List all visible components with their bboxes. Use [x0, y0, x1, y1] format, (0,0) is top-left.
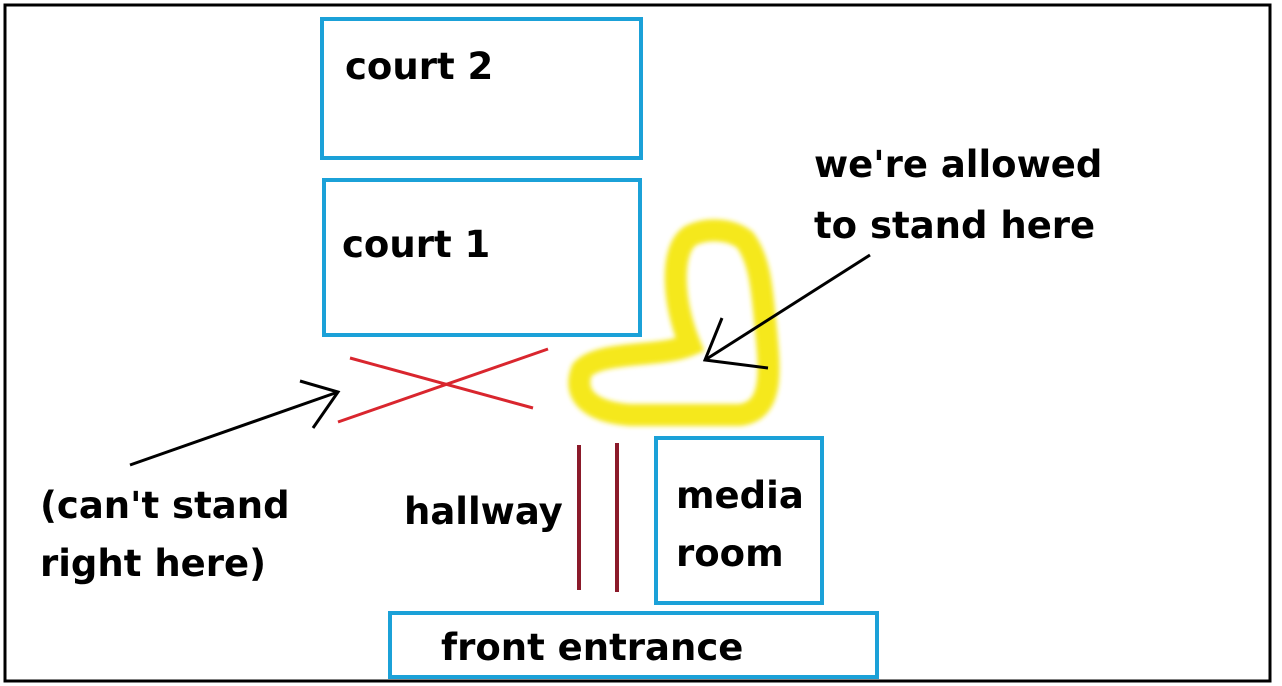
arrow-to-allowed-area — [702, 253, 871, 370]
arrow-to-forbidden-spot — [129, 379, 341, 467]
cant-stand-annotation-line-1: (can't stand — [40, 484, 290, 527]
media-room-label-1: media — [676, 474, 804, 517]
court-2-label: court 2 — [345, 45, 493, 88]
forbidden-x-mark — [337, 347, 549, 424]
allowed-area-highlight — [568, 219, 780, 426]
front-entrance-label: front entrance — [441, 626, 743, 669]
hallway-label: hallway — [404, 490, 563, 533]
front-entrance: front entrance — [388, 611, 879, 679]
court-2: court 2 — [320, 17, 643, 160]
allowed-annotation-line-1: we're allowed — [814, 143, 1102, 186]
court-1: court 1 — [322, 178, 642, 337]
allowed-annotation-line-2: to stand here — [814, 204, 1095, 247]
court-1-label: court 1 — [342, 223, 490, 266]
media-room-label-2: room — [676, 532, 784, 575]
frame-border — [3, 3, 1272, 683]
hallway: hallway — [404, 443, 619, 592]
media-room: media room — [654, 436, 824, 605]
cant-stand-annotation-line-2: right here) — [40, 542, 266, 585]
